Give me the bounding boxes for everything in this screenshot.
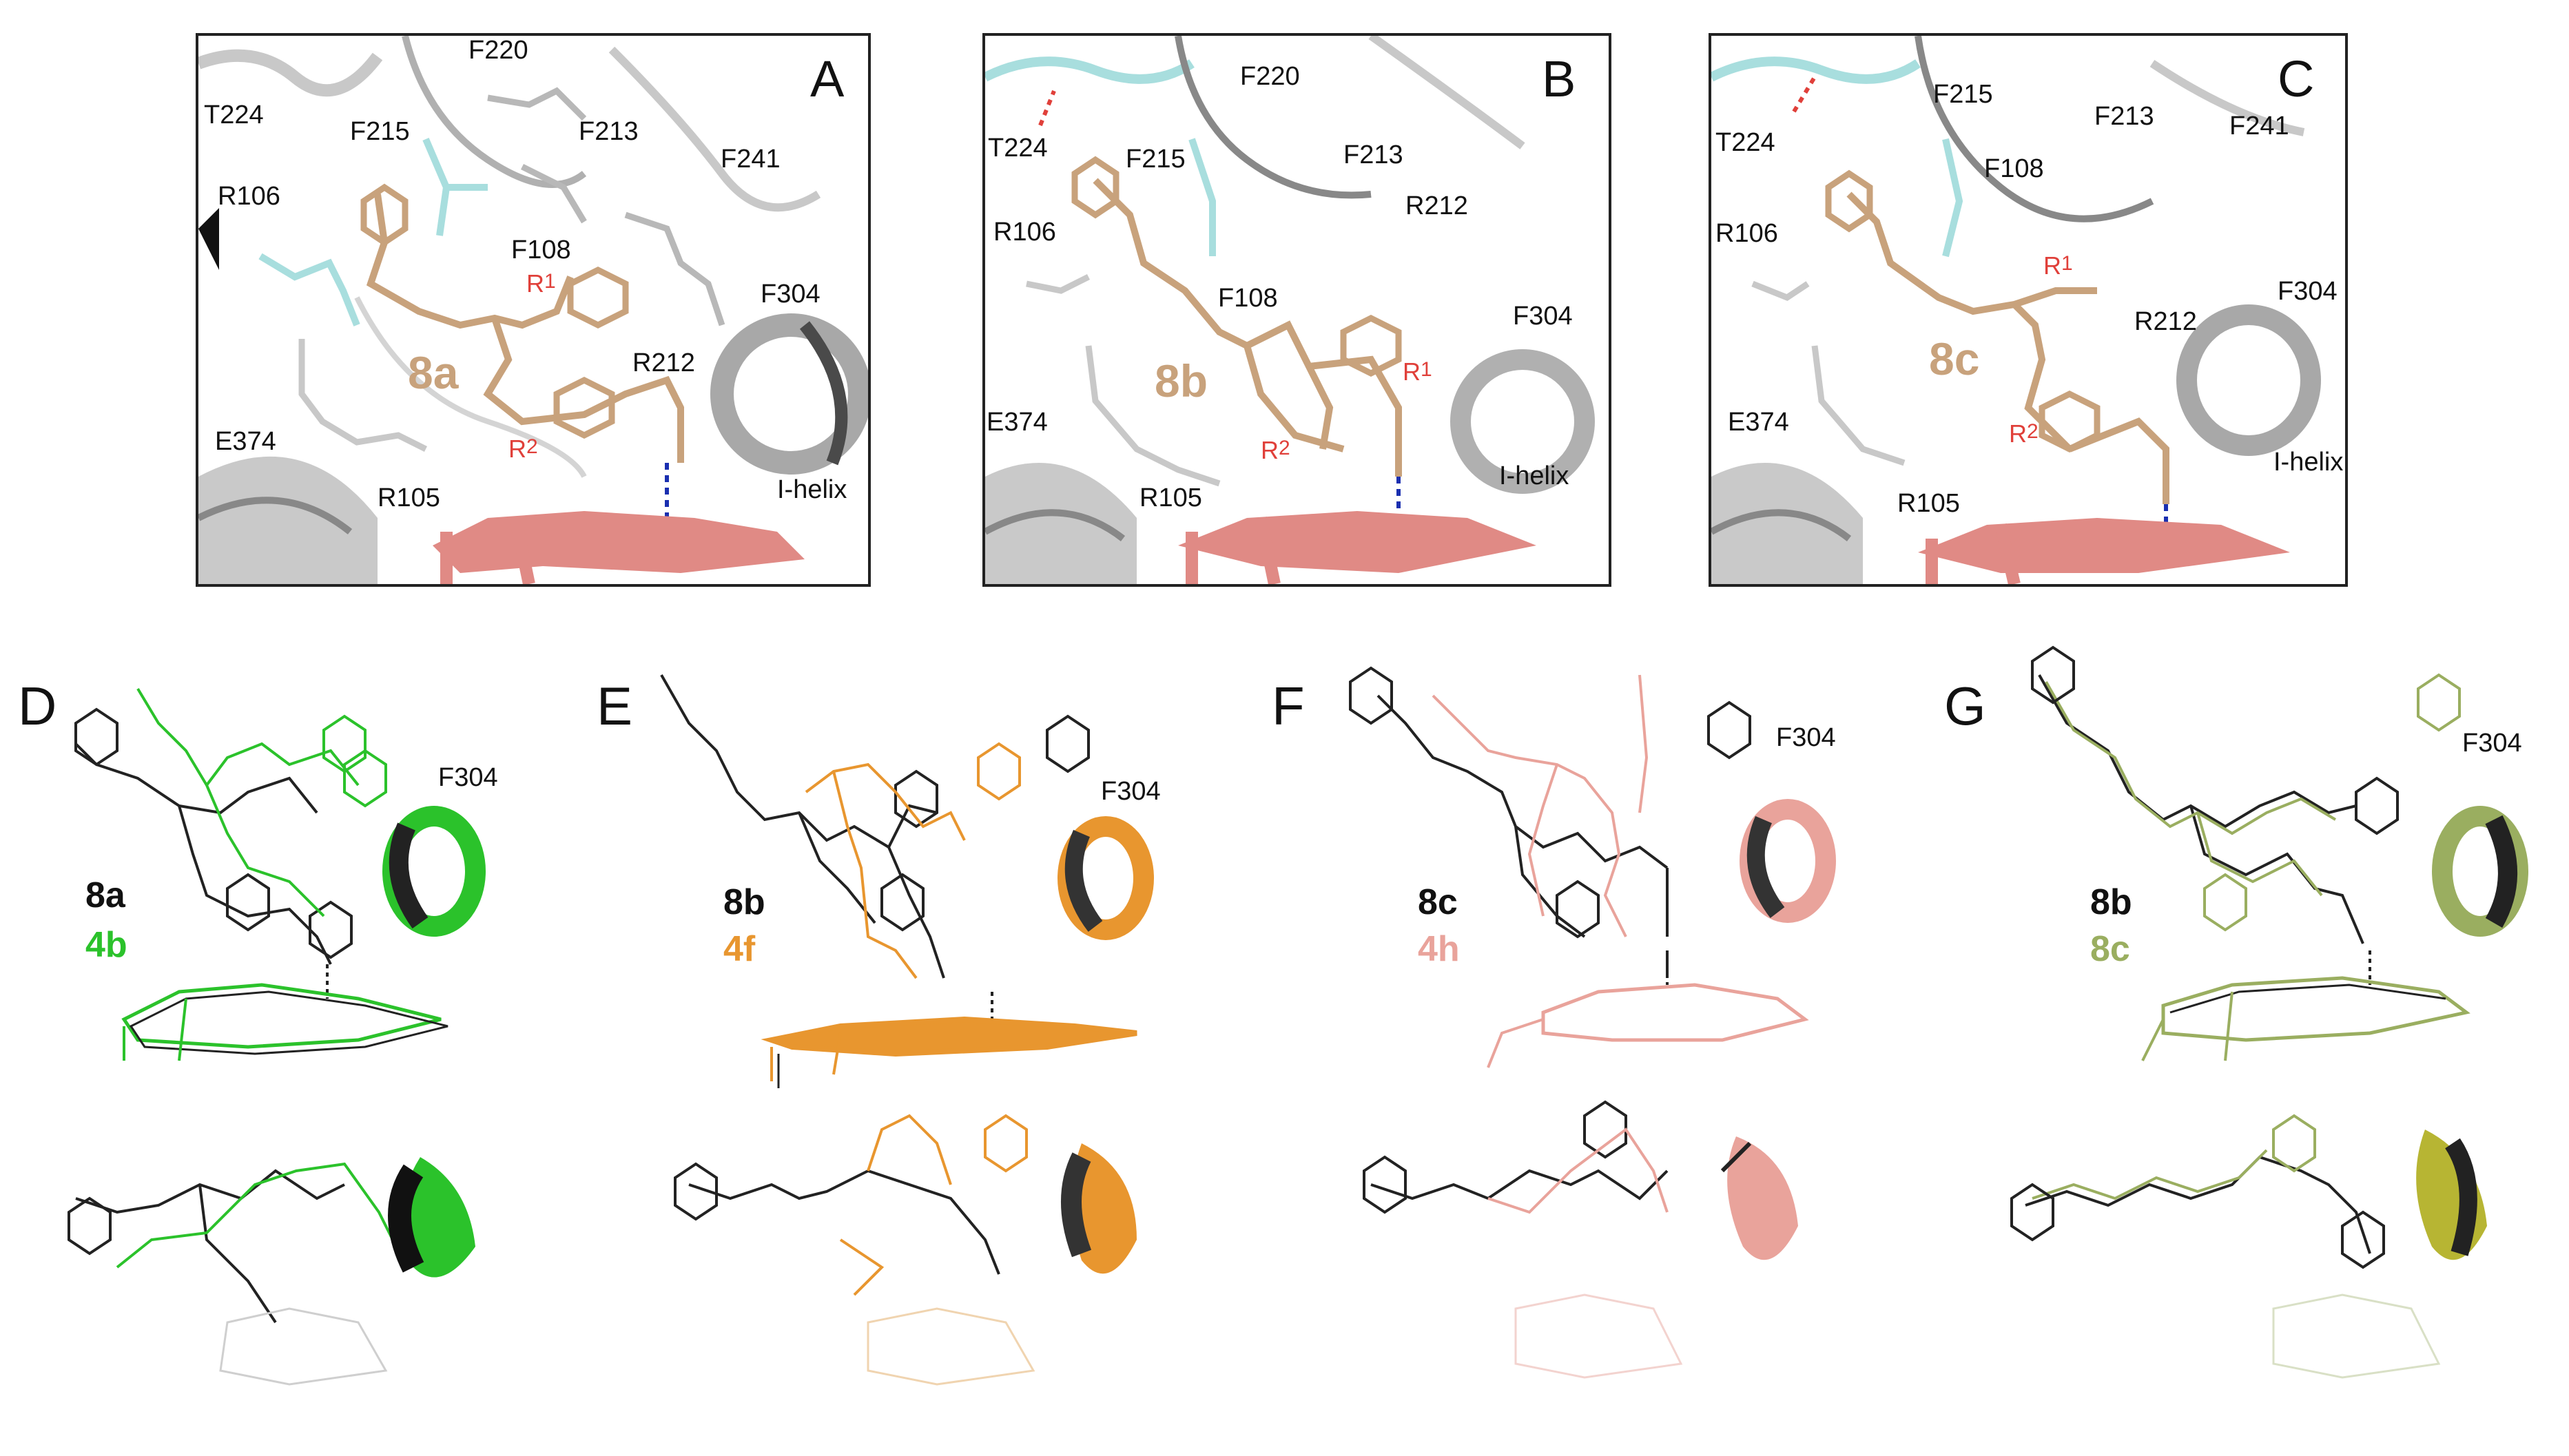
residue-label: F241 [2229,112,2289,141]
residue-label: E374 [987,408,1048,437]
residue-label: F213 [2094,102,2154,131]
compound-label-b: 8c [2090,929,2130,969]
residue-label: R212 [2134,307,2197,336]
panel-d-letter: D [18,676,57,736]
residue-label: R106 [993,218,1056,247]
residue-label: R212 [632,349,695,377]
helix-label: I-helix [1499,461,1569,490]
residue-label: R106 [1715,219,1778,248]
panel-a-structure [198,36,868,584]
ligand-label: 8b [1155,355,1208,406]
residue-label: F220 [1240,62,1300,91]
residue-label: R212 [1405,191,1468,220]
residue-label: F241 [721,145,781,174]
compound-label-a: 8b [2090,882,2132,922]
residue-label: E374 [1728,408,1789,437]
compound-label-b: 4h [1418,929,1460,969]
residue-label: F304 [2462,729,2522,758]
residue-label: F108 [511,236,571,264]
panel-a-letter: A [810,50,845,107]
panel-b-structure [985,36,1595,584]
panel-b [982,33,1611,587]
compound-label-b: 4b [85,925,127,965]
residue-label: F304 [1101,777,1161,806]
residue-label: F108 [1218,284,1278,313]
residue-label: T224 [988,134,1048,163]
compound-label-b: 4f [723,929,756,969]
helix-label: I-helix [777,475,847,504]
panel-f-letter: F [1272,676,1305,736]
residue-label: F215 [1933,80,1993,109]
residue-label: E374 [215,427,276,456]
panel-c [1709,33,2348,587]
panel-g-overlay [2010,645,2528,1379]
panel-e-letter: E [597,676,633,736]
panel-e-overlay [660,674,1154,1386]
residue-label: R105 [1897,489,1960,518]
panel-g-letter: G [1944,676,1986,736]
residue-label: F108 [1984,154,2044,183]
residue-label: R105 [378,483,440,512]
residue-label: F304 [761,280,821,309]
panel-b-letter: B [1542,50,1576,107]
residue-label: F215 [350,117,410,146]
residue-label: F304 [1513,302,1573,331]
residue-label: F220 [468,36,528,65]
compound-label-a: 8b [723,882,765,922]
residue-label: F304 [1776,723,1836,752]
residue-label: R106 [218,182,280,211]
panel-a [196,33,871,587]
helix-label: I-helix [2273,448,2344,477]
residue-label: F304 [438,763,498,792]
residue-label: T224 [204,101,264,129]
residue-label: R105 [1139,483,1202,512]
ligand-label: 8a [408,347,459,398]
panel-c-letter: C [2278,50,2315,107]
residue-label: T224 [1715,128,1775,157]
residue-label: F304 [2278,277,2338,306]
residue-label: F215 [1126,145,1186,174]
residue-label: F213 [1343,141,1403,169]
compound-label-a: 8a [85,875,125,915]
panel-d-overlay [68,687,486,1386]
panel-c-structure [1711,36,2321,584]
compound-label-a: 8c [1418,882,1458,922]
ligand-label: 8c [1929,333,1980,384]
residue-label: F213 [579,117,639,146]
panel-f-overlay [1349,666,1836,1379]
